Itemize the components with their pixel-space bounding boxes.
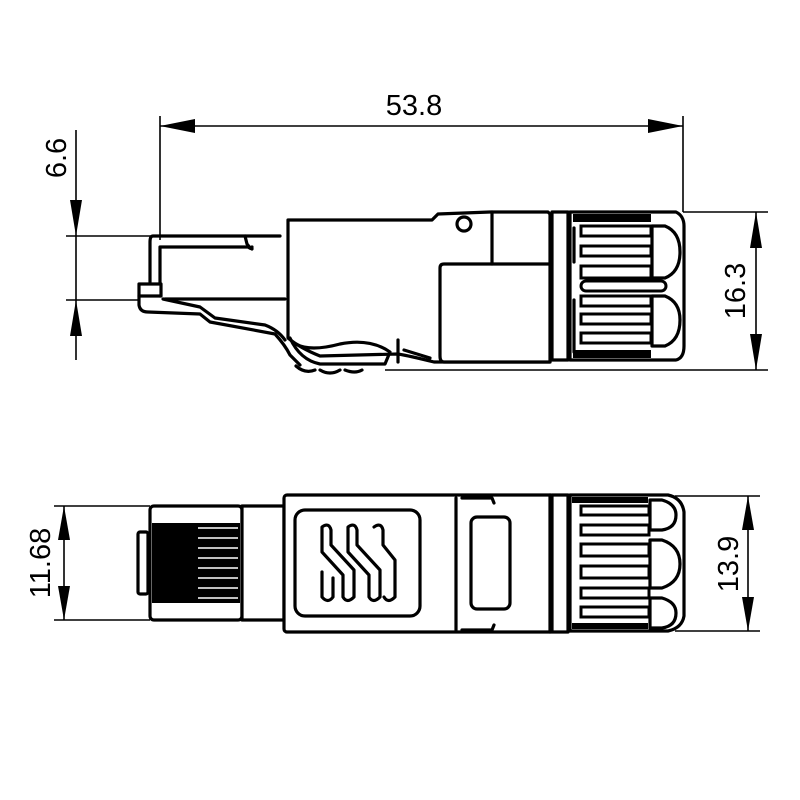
dimension-label-body-width: 13.9 [713,536,745,592]
dimension-body-width: 13.9 [675,495,760,632]
connector-housing-top [282,493,556,634]
dimension-label-length: 53.8 [386,90,442,122]
dimension-body-height: 16.3 [385,211,768,371]
connector-housing-side [286,210,552,375]
rj45-plug-side [137,234,302,367]
rj45-plug-top [136,504,286,622]
dimension-label-plug-height: 6.6 [41,138,73,178]
dimension-plug-width: 11.68 [25,505,150,621]
dimension-overall-length: 53.8 [159,90,684,240]
plug-contacts [198,527,238,599]
top-view: 11.68 13.9 [25,493,760,634]
cable-gland-top [550,493,686,634]
cable-gland-side [550,210,686,362]
dimension-label-plug-width: 11.68 [25,528,57,598]
side-view: 53.8 6.6 16.3 [41,90,768,375]
dimension-label-body-height: 16.3 [720,263,752,319]
dimension-plug-height: 6.6 [41,130,155,360]
logo-icon [320,523,397,603]
